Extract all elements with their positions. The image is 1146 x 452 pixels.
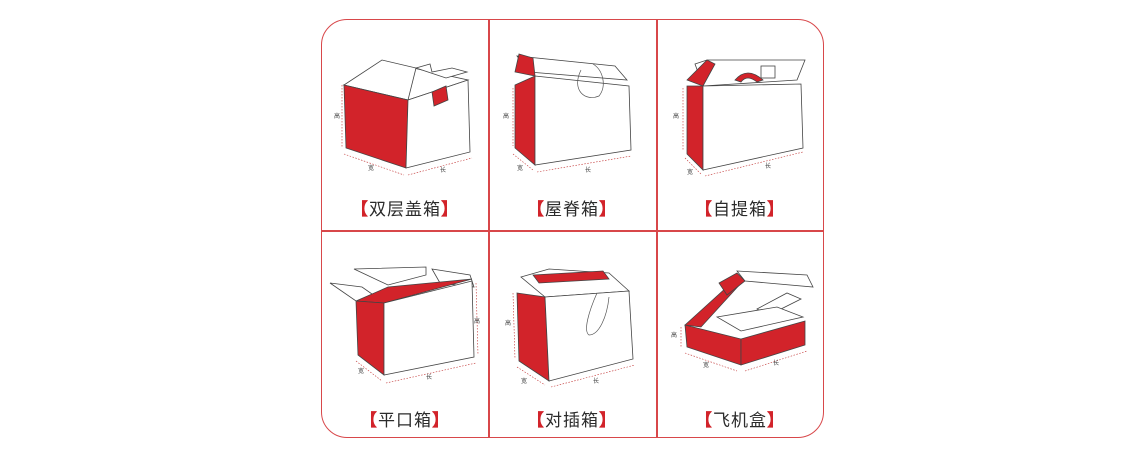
box-cell-flat-top: 高 宽 长 【平口箱】 (322, 231, 488, 441)
flat-top-box-illustration: 高 宽 长 (329, 266, 480, 384)
double-lid-box-illustration: 高 宽 长 (334, 59, 473, 176)
grid-divider-vertical-1 (488, 19, 490, 438)
mailer-box-illustration: 高 宽 长 (671, 270, 814, 372)
svg-text:长: 长 (426, 373, 432, 381)
svg-text:宽: 宽 (517, 164, 523, 172)
box-label-flat-top: 【平口箱】 (360, 411, 450, 431)
svg-text:长: 长 (765, 162, 771, 170)
box-cell-tuck-end: 高 宽 长 【对插箱】 (489, 231, 655, 441)
ridge-box-illustration: 高 宽 长 (503, 53, 632, 174)
grid-divider-vertical-2 (656, 19, 658, 438)
box-cell-double-lid: 高 宽 长 【双层盖箱】 (322, 20, 488, 230)
box-cell-handle: 高 宽 长 【自提箱】 (657, 20, 823, 230)
svg-text:长: 长 (593, 377, 599, 385)
svg-text:高: 高 (673, 112, 679, 120)
box-cell-ridge: 高 宽 长 【屋脊箱】 (489, 20, 655, 230)
box-label-handle: 【自提箱】 (695, 200, 785, 220)
handle-box-illustration: 高 宽 长 (673, 59, 806, 177)
box-label-double-lid: 【双层盖箱】 (351, 200, 459, 220)
box-cell-mailer: 高 宽 长 【飞机盒】 (657, 231, 823, 441)
svg-text:宽: 宽 (703, 361, 709, 369)
svg-text:高: 高 (474, 317, 480, 325)
outer-frame (321, 19, 824, 438)
svg-text:宽: 宽 (521, 377, 527, 385)
svg-text:宽: 宽 (368, 164, 374, 172)
svg-text:高: 高 (671, 331, 677, 339)
svg-text:宽: 宽 (687, 168, 693, 176)
tuck-end-box-illustration: 高 宽 长 (505, 268, 636, 388)
box-label-ridge: 【屋脊箱】 (527, 200, 617, 220)
svg-text:长: 长 (440, 166, 446, 174)
svg-text:长: 长 (585, 166, 591, 174)
svg-text:高: 高 (334, 112, 340, 120)
grid-divider-horizontal (321, 230, 824, 232)
box-label-mailer: 【飞机盒】 (695, 411, 785, 431)
svg-text:高: 高 (505, 319, 511, 327)
svg-text:宽: 宽 (358, 367, 364, 375)
box-label-tuck-end: 【对插箱】 (527, 411, 617, 431)
svg-text:高: 高 (503, 112, 509, 120)
svg-text:长: 长 (773, 359, 779, 367)
